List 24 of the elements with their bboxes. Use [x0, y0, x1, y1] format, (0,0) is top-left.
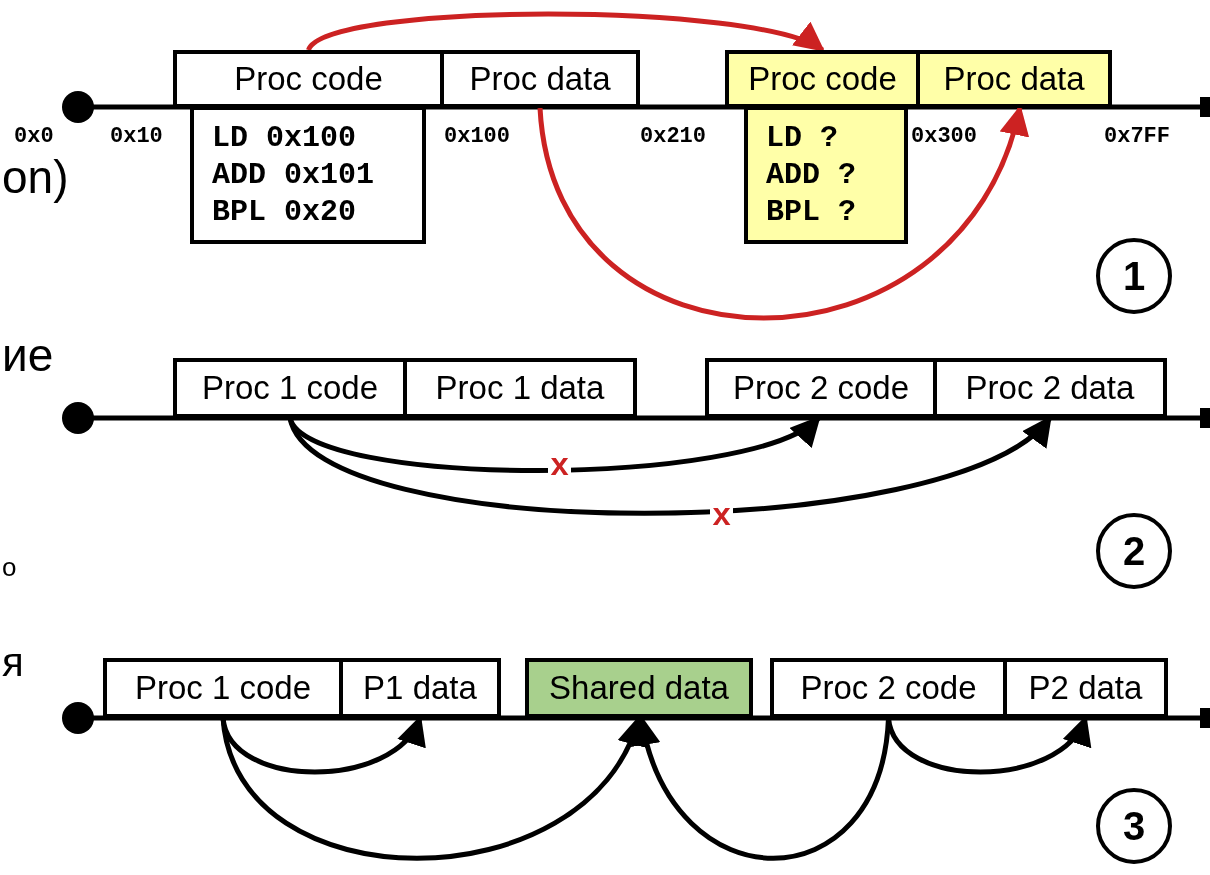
address-label: 0x210	[640, 124, 706, 149]
address-label: 0x10	[110, 124, 163, 149]
address-label: 0x7FF	[1104, 124, 1170, 149]
partial-text: ие	[2, 328, 54, 382]
instruction-line: BPL 0x20	[212, 193, 357, 231]
instruction-line: ADD ?	[766, 156, 856, 194]
partial-text: о	[2, 552, 17, 583]
partial-text: on)	[2, 150, 69, 204]
instruction-line: LD 0x100	[212, 119, 357, 157]
step-number-circle: 1	[1096, 238, 1172, 314]
memory-segment: Shared data	[525, 658, 753, 718]
instruction-line: LD ?	[766, 119, 838, 157]
instruction-line: BPL ?	[766, 193, 856, 231]
step-number-circle: 2	[1096, 513, 1172, 589]
address-label: 0x100	[444, 124, 510, 149]
step-number-circle: 3	[1096, 788, 1172, 864]
address-label: 0x300	[911, 124, 977, 149]
instruction-box	[744, 106, 908, 244]
instruction-line: ADD 0x101	[212, 156, 375, 194]
arrow	[306, 11, 826, 53]
address-label: 0x0	[14, 124, 54, 149]
partial-text: я	[2, 640, 24, 685]
arrow	[537, 105, 1026, 321]
instruction-box	[190, 106, 426, 244]
